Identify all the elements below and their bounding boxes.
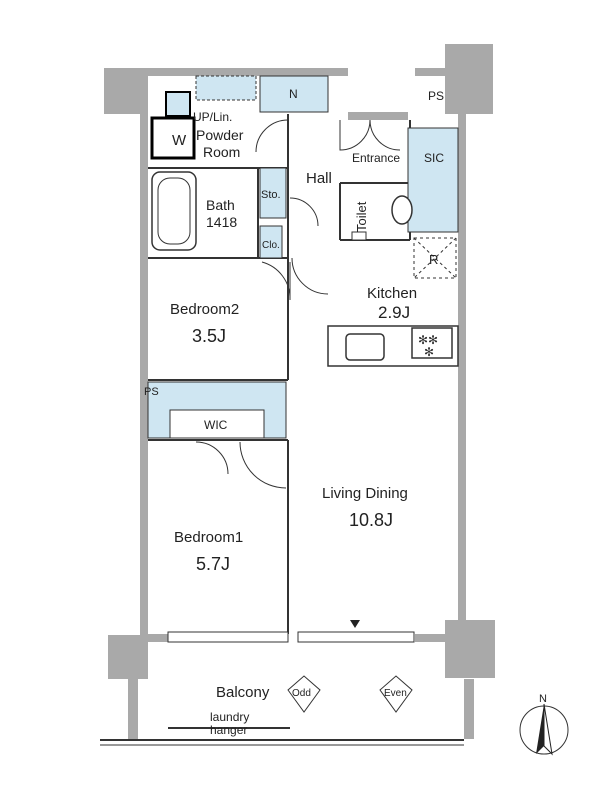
column-bottom-right <box>445 620 495 678</box>
sto-label: Sto. <box>261 189 281 201</box>
bedroom2-size-label: 3.5J <box>192 326 226 346</box>
wic-label: WIC <box>204 418 228 432</box>
kitchen-size-label: 2.9J <box>378 303 410 322</box>
r-mark: R <box>429 252 438 267</box>
balcony-wall-right <box>415 634 445 642</box>
walls <box>104 44 495 739</box>
balcony-label: Balcony <box>216 684 270 701</box>
fixtures: ✻✻ ✻ <box>100 91 464 746</box>
up-lin-label: UP/Lin. <box>193 110 232 124</box>
toilet-label: Toilet <box>354 201 369 232</box>
top-right-wall <box>415 68 445 76</box>
ps-mid-label: PS <box>144 386 159 398</box>
column-top-right <box>445 44 493 114</box>
doors <box>195 119 401 489</box>
windows <box>167 620 415 643</box>
bathtub-inner <box>157 177 191 245</box>
hall-label: Hall <box>306 170 332 187</box>
entry-marker-icon <box>350 620 360 628</box>
entrance-top-wall <box>348 112 408 120</box>
powder-door <box>255 119 289 153</box>
bedroom2-door <box>261 261 291 301</box>
top-wall <box>148 68 348 76</box>
entrance-door <box>339 119 371 151</box>
column-bottom-left <box>108 635 148 679</box>
n-storage <box>259 75 329 113</box>
column-top-left <box>104 68 148 114</box>
even-label: Even <box>384 688 407 699</box>
left-wall <box>140 114 148 654</box>
kitchen-sink <box>345 333 385 361</box>
sic-label: SIC <box>424 151 444 165</box>
odd-label: Odd <box>292 688 311 699</box>
cooktop <box>411 327 453 359</box>
wic-door <box>195 441 229 475</box>
powder-room-label-2: Room <box>203 144 240 160</box>
bedroom2-label: Bedroom2 <box>170 301 239 318</box>
north-label: N <box>539 693 547 705</box>
sto-storage <box>259 167 287 219</box>
bath-size-label: 1418 <box>206 214 237 230</box>
living-dining-size-label: 10.8J <box>349 510 393 530</box>
toilet-door <box>289 197 319 227</box>
svg-text:✻✻: ✻✻ <box>418 333 438 347</box>
entrance-door-2 <box>369 119 401 151</box>
balcony-wall-left <box>148 634 168 642</box>
upper-shelf <box>195 75 257 101</box>
room-labels: UP/Lin. Powder Room W N PS Hall Entrance… <box>144 87 444 737</box>
odd-hatch <box>287 675 321 713</box>
n-storage-label: N <box>289 87 298 101</box>
clo-label: Clo. <box>262 240 280 251</box>
fridge-space <box>413 237 457 279</box>
north-arrow-icon <box>536 704 544 754</box>
ps-top-label: PS <box>428 89 444 103</box>
washing-machine <box>150 116 196 160</box>
toilet-bowl <box>391 195 413 225</box>
even-hatch <box>379 675 413 713</box>
linen-cabinet <box>165 91 191 117</box>
wic-inner <box>169 409 265 439</box>
bath-label: Bath <box>206 197 235 213</box>
kitchen-label: Kitchen <box>367 285 417 302</box>
clo-storage <box>259 225 283 259</box>
svg-text:✻: ✻ <box>424 345 434 359</box>
balcony-right-wall <box>464 679 474 739</box>
north-arrow: N <box>519 693 569 756</box>
kitchen-door <box>291 257 329 295</box>
toilet-sink <box>351 231 367 241</box>
bedroom1-door <box>239 441 287 489</box>
bedroom1-size-label: 5.7J <box>196 554 230 574</box>
sic-storage <box>407 127 459 233</box>
laundry-label-2: hanger <box>210 723 247 737</box>
w-mark: W <box>172 132 187 149</box>
storage-areas <box>147 75 459 439</box>
balcony-left-wall <box>128 679 138 739</box>
living-dining-label: Living Dining <box>322 485 408 502</box>
right-wall <box>458 114 466 634</box>
entrance-label: Entrance <box>352 151 400 165</box>
laundry-label: laundry <box>210 710 249 724</box>
bedroom1-label: Bedroom1 <box>174 529 243 546</box>
powder-room-label: Powder <box>196 127 244 143</box>
